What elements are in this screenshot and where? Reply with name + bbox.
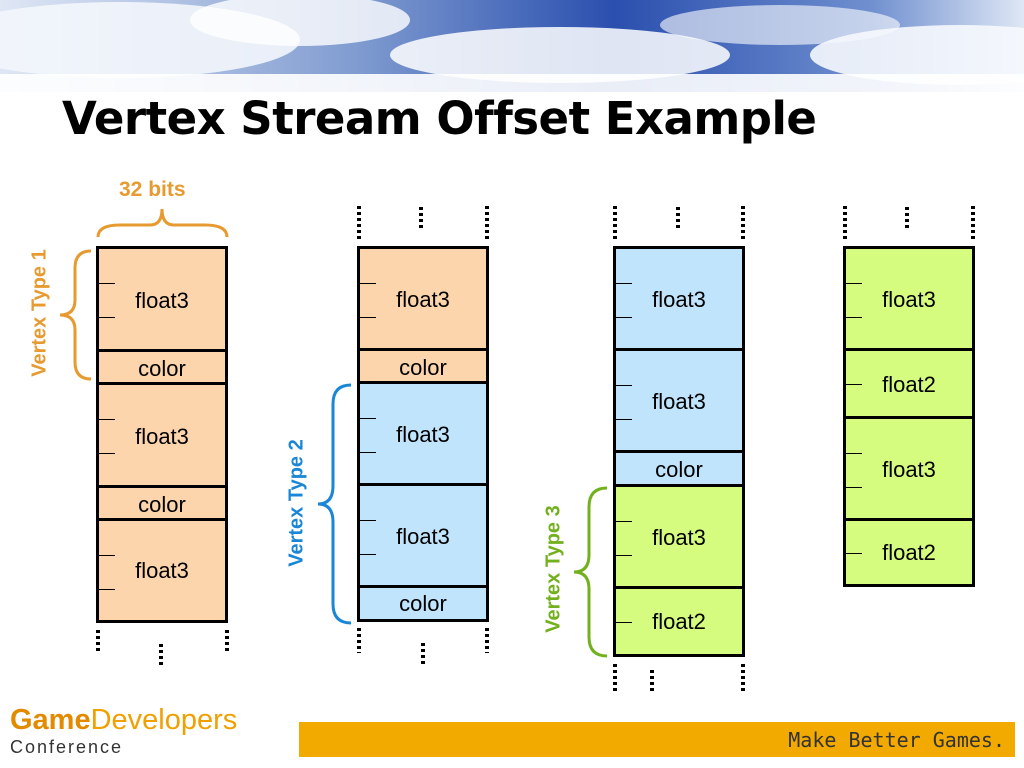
continuation-dots	[613, 206, 617, 242]
logo-developers: Developers	[90, 704, 238, 736]
stream-4: float3 float2 float3 float2	[843, 246, 975, 587]
stream-3-block: float2	[616, 586, 742, 657]
tagline: Make Better Games.	[788, 728, 1005, 752]
stream-4-block: float2	[846, 518, 972, 587]
stream-2-block: color	[360, 585, 486, 622]
block-label: float3	[135, 287, 189, 313]
stream-3: float3 float3 color float3 float2	[613, 246, 745, 657]
block-label: float3	[652, 389, 706, 414]
block-label: float3	[396, 524, 450, 549]
stream-4-block: float2	[846, 348, 972, 419]
block-label: color	[138, 355, 186, 381]
block-label: float3	[652, 525, 706, 550]
continuation-dots	[741, 664, 745, 692]
slide-title: Vertex Stream Offset Example	[62, 92, 817, 145]
stream-1-block: float3	[99, 518, 225, 623]
continuation-dots	[650, 670, 654, 692]
block-label: float2	[882, 372, 936, 397]
bits-bracket	[96, 208, 229, 238]
stream-3-block: float3	[616, 348, 742, 453]
continuation-dots	[741, 206, 745, 242]
continuation-dots	[676, 207, 680, 229]
continuation-dots	[225, 630, 229, 652]
block-label: float3	[882, 457, 936, 482]
stream-3-block: float3	[616, 484, 742, 589]
vertex-type-1-label: Vertex Type 1	[28, 249, 51, 377]
stream-1-block: float3	[99, 382, 225, 488]
continuation-dots	[905, 207, 909, 229]
stream-3-block: color	[616, 450, 742, 487]
block-label: float3	[135, 423, 189, 449]
block-label: float3	[396, 287, 450, 312]
block-label: float3	[652, 287, 706, 312]
stream-2-block: float3	[360, 381, 486, 486]
continuation-dots	[971, 206, 975, 242]
block-label: float3	[396, 422, 450, 447]
continuation-dots	[485, 206, 489, 242]
block-label: color	[399, 354, 447, 380]
stream-2: float3 color float3 float3 color	[357, 246, 489, 622]
stream-4-block: float3	[846, 246, 972, 351]
stream-1: float3 color float3 color float3	[96, 246, 228, 623]
stream-2-block: float3	[360, 483, 486, 588]
vertex-type-1-bracket	[59, 249, 92, 381]
logo-conference: Conference	[10, 737, 124, 757]
footer-bar: Make Better Games.	[299, 722, 1015, 757]
vertex-type-3-label: Vertex Type 3	[542, 505, 565, 633]
continuation-dots	[357, 206, 361, 242]
stream-3-block: float3	[616, 246, 742, 351]
logo-game: Game	[10, 704, 91, 736]
stream-2-block: color	[360, 348, 486, 384]
continuation-dots	[96, 630, 100, 652]
block-label: float2	[652, 608, 706, 634]
stream-1-block: color	[99, 485, 225, 521]
block-label: float3	[882, 287, 936, 312]
stream-4-block: float3	[846, 416, 972, 521]
stream-2-block: float3	[360, 246, 486, 351]
stream-1-block: float3	[99, 246, 225, 352]
continuation-dots	[421, 643, 425, 665]
vertex-type-2-label: Vertex Type 2	[285, 439, 308, 567]
block-label: color	[399, 590, 447, 616]
sky-banner	[0, 0, 1024, 92]
width-label: 32 bits	[119, 178, 186, 201]
block-label: float2	[882, 539, 936, 565]
block-label: color	[138, 491, 186, 517]
block-label: float3	[135, 557, 189, 583]
continuation-dots	[485, 628, 489, 653]
block-label: color	[655, 457, 703, 482]
continuation-dots	[419, 207, 423, 229]
stream-1-block: color	[99, 349, 225, 385]
vertex-type-2-bracket	[317, 383, 352, 625]
vertex-type-3-bracket	[573, 486, 608, 658]
gdc-logo: GameDevelopers Conference	[10, 706, 237, 758]
continuation-dots	[357, 628, 361, 653]
continuation-dots	[613, 664, 617, 692]
continuation-dots	[843, 206, 847, 242]
continuation-dots	[159, 644, 163, 666]
